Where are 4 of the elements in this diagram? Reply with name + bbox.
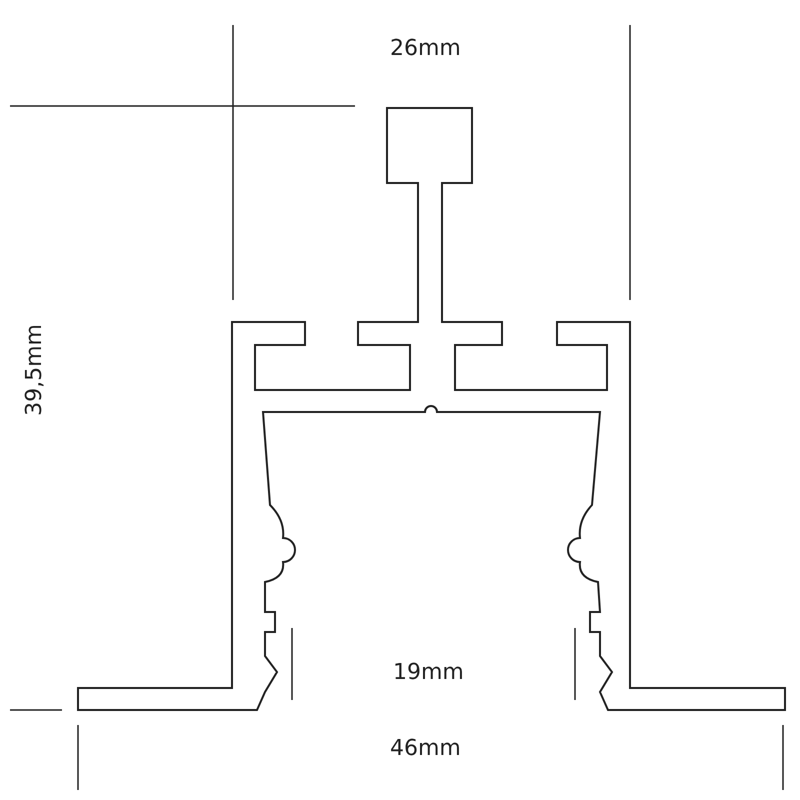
dimension-label: 39,5mm [22, 324, 47, 416]
dimension-label: 26mm [390, 36, 461, 61]
dimension-label: 19mm [393, 660, 464, 685]
dimension-label: 46mm [390, 736, 461, 761]
